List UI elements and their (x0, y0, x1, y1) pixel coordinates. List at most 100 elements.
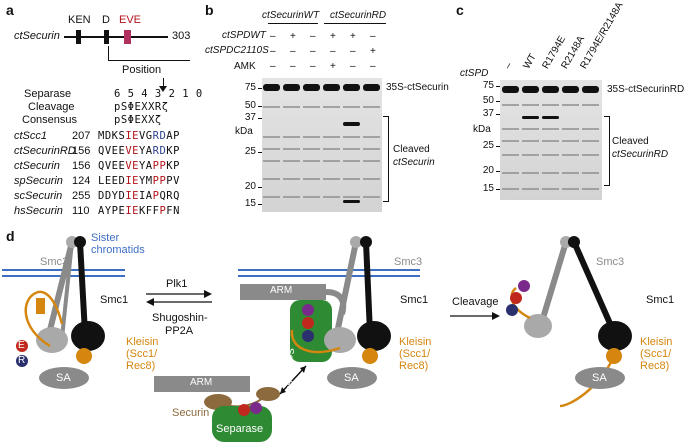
kleisin-left (24, 290, 64, 348)
seq-char: P (152, 175, 160, 187)
group-securin-wt: ctSecurinWT (262, 10, 320, 21)
mw-b-5: 15 (244, 198, 256, 209)
row-label-c: ctSPD (460, 68, 489, 79)
r-circle-right (506, 304, 518, 316)
sign-b-0-3: + (330, 31, 336, 42)
seq-char: Y (138, 160, 146, 172)
smc3-label-right: Smc3 (596, 256, 625, 268)
consensus-row-label: Consensus (22, 114, 78, 126)
sa-label-right: SA (592, 372, 607, 384)
kleisin-label-right: Kleisin (Scc1/ Rec8) (640, 336, 672, 372)
domain-d-label: D (102, 14, 110, 26)
gel-c-band-1-0 (522, 104, 539, 106)
seq-char: K (166, 160, 174, 172)
seq-char: Y (138, 145, 146, 157)
scc1-text-mid: (Scc1/ (399, 348, 431, 360)
seq-2: QVEEVEYAPPKP (98, 160, 180, 172)
gel-b-band-4-0 (343, 106, 360, 108)
gel-c-band-2-5 (542, 188, 559, 190)
seq-char: F (152, 205, 160, 217)
gel-b-band-5-4 (363, 178, 380, 180)
arm-mid-top (240, 284, 326, 300)
e-circle-mid (302, 317, 314, 329)
gel-b-band-1-4 (283, 178, 300, 180)
gel-b-band-1-5 (283, 196, 300, 198)
gel-b-band-3-5 (323, 196, 340, 198)
smc3-head-right (524, 314, 552, 338)
smc3-label-left: Smc3 (40, 256, 69, 268)
row-amk: AMK (234, 61, 256, 72)
sign-b-2-0: – (270, 61, 276, 72)
seq-char: S (118, 130, 126, 142)
gel-c-band-0-4 (502, 172, 519, 174)
gel-c-main-3 (562, 86, 579, 93)
rec8-text-left: Rec8) (126, 360, 156, 372)
seq-char: R (152, 145, 160, 157)
seq-char: D (98, 190, 105, 202)
separase-row-label: Separase (24, 88, 72, 100)
seq-pos-0: 207 (72, 130, 91, 142)
kleisin-c-mid (362, 348, 378, 364)
mw-tick-c-4 (496, 171, 500, 172)
gel-b-band-2-2 (303, 148, 320, 150)
sign-b-1-0: – (270, 46, 276, 57)
gel-c-band-4-2 (582, 140, 599, 142)
sign-b-2-5: – (370, 61, 376, 72)
gel-c-band-4-4 (582, 172, 599, 174)
gel-c-band-1-5 (522, 188, 539, 190)
smc1-head-mid (357, 321, 391, 351)
gel-b-main-2 (303, 84, 320, 91)
seq-char: E (118, 205, 126, 217)
seq-char: E (111, 175, 119, 187)
gel-b-band-0-0 (263, 106, 280, 108)
gel-c-main-2 (542, 86, 559, 93)
seq-char: V (104, 160, 112, 172)
seq-char: V (104, 145, 112, 157)
gel-c-band-1-2 (522, 140, 539, 142)
gel-c-band-2-3 (542, 154, 559, 156)
seq-char: D (118, 175, 126, 187)
cleavage-row-label: Cleavage (28, 101, 75, 113)
seq-char: A (145, 160, 153, 172)
seq-char: M (145, 175, 153, 187)
mw-b-1: 50 (244, 100, 256, 111)
cleaved-label-b-2: ctSecurin (393, 157, 435, 168)
gel-c-band-2-0 (542, 104, 559, 106)
double-arrow-head-2 (280, 387, 286, 394)
sign-b-0-5: – (370, 31, 376, 42)
gel-b-band-4-4 (343, 178, 360, 180)
protein-bar (64, 36, 168, 38)
gel-c-main-4 (582, 86, 599, 93)
gel-c-band-3-5 (562, 188, 579, 190)
seq-char: P (166, 175, 174, 187)
gel-b-band-0-1 (263, 136, 280, 138)
e-circle-right (510, 292, 522, 304)
seq-char: I (138, 190, 146, 202)
plk1-label: Plk1 (166, 278, 188, 290)
gel-b-band-3-3 (323, 160, 340, 162)
hinge-smc1-right (568, 236, 580, 248)
gel-b-band-1-1 (283, 136, 300, 138)
gel-c-band-2-1 (542, 128, 559, 130)
gel-c-band-0-0 (502, 104, 519, 106)
seq-char: D (159, 130, 167, 142)
kleisin-label-left: Kleisin (Scc1/ Rec8) (126, 336, 158, 372)
sign-b-0-2: – (310, 31, 316, 42)
gel-b-cleaved-2 (343, 200, 360, 203)
gel-b-band-0-5 (263, 196, 280, 198)
seq-char: E (132, 205, 139, 217)
gel-c-cleaved-1 (522, 116, 539, 119)
smc3-label-mid: Smc3 (394, 256, 423, 268)
mw-b-3: 25 (244, 146, 256, 157)
seq-char: Q (159, 190, 167, 202)
smc1-label-right: Smc1 (646, 294, 675, 306)
smc3-arm-right (537, 241, 569, 329)
seq-char: V (125, 145, 133, 157)
group-securin-rd: ctSecurinRD (330, 10, 387, 21)
mw-b-2: 37 (244, 112, 256, 123)
seq-char: K (166, 145, 174, 157)
seq-name-0: ctScc1 (14, 130, 48, 142)
gel-b-band-5-3 (363, 160, 380, 162)
sign-b-1-2: – (310, 46, 316, 57)
sa-left (39, 367, 89, 389)
